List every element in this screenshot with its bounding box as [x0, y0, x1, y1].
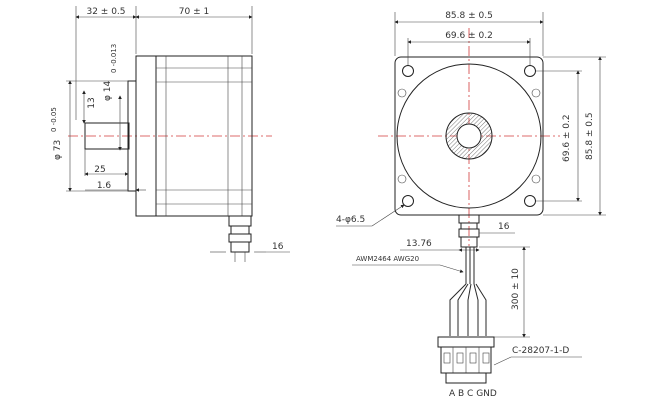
mounting-holes	[397, 65, 541, 207]
dim-cable-length: 300 ± 10	[511, 268, 521, 310]
body-circle	[396, 63, 542, 209]
mounting-hole	[402, 195, 414, 207]
dim-hole-spacing-vertical: 69.6 ± 0.2	[562, 114, 572, 162]
dim-1-6: 1.6	[97, 181, 112, 191]
dim-flange-height: 85.8 ± 0.5	[585, 112, 595, 160]
dim-mounting-holes: 4-φ6.5	[336, 215, 365, 225]
dim-pilot-tolerance: 0 -0.05	[50, 107, 58, 132]
dim-boss-diameter: φ 14	[103, 80, 113, 101]
side-cable-gland	[228, 215, 252, 262]
front-view: 85.8 ± 0.5 69.6 ± 0.2 69.6 ± 0.2 85.8 ± …	[336, 11, 606, 399]
front-cable-gland	[458, 214, 480, 248]
connector-part-number: C-28207-1-D	[512, 346, 569, 356]
dim-boss-tolerance: 0 -0.013	[110, 44, 118, 73]
shaft	[84, 122, 130, 150]
connector	[437, 336, 495, 384]
dim-shaft-length: 32 ± 0.5	[86, 7, 125, 17]
dim-25: 25	[94, 165, 105, 175]
dim-13: 13	[87, 97, 97, 108]
mounting-hole	[524, 195, 536, 207]
dim-hole-spacing-horizontal: 69.6 ± 0.2	[445, 31, 493, 41]
dim-flange-width: 85.8 ± 0.5	[445, 11, 493, 21]
mounting-hole	[524, 65, 536, 77]
dim-body-length: 70 ± 1	[179, 7, 209, 17]
mounting-hole	[402, 65, 414, 77]
side-view: 32 ± 0.5 70 ± 1 φ 14 0 -0.013 13 φ 73 0 …	[50, 6, 290, 262]
wire-bundle	[449, 247, 487, 336]
dim-front-16: 16	[498, 222, 510, 232]
shaft-circle	[456, 123, 482, 149]
dim-13-76: 13.76	[406, 239, 432, 249]
pin-labels: A B C GND	[449, 389, 497, 399]
motor-body	[155, 55, 253, 217]
dim-side-16: 16	[272, 242, 284, 252]
cable-spec-label: AWM2464 AWG20	[356, 255, 419, 263]
dim-pilot-diameter: φ 73	[53, 140, 63, 160]
